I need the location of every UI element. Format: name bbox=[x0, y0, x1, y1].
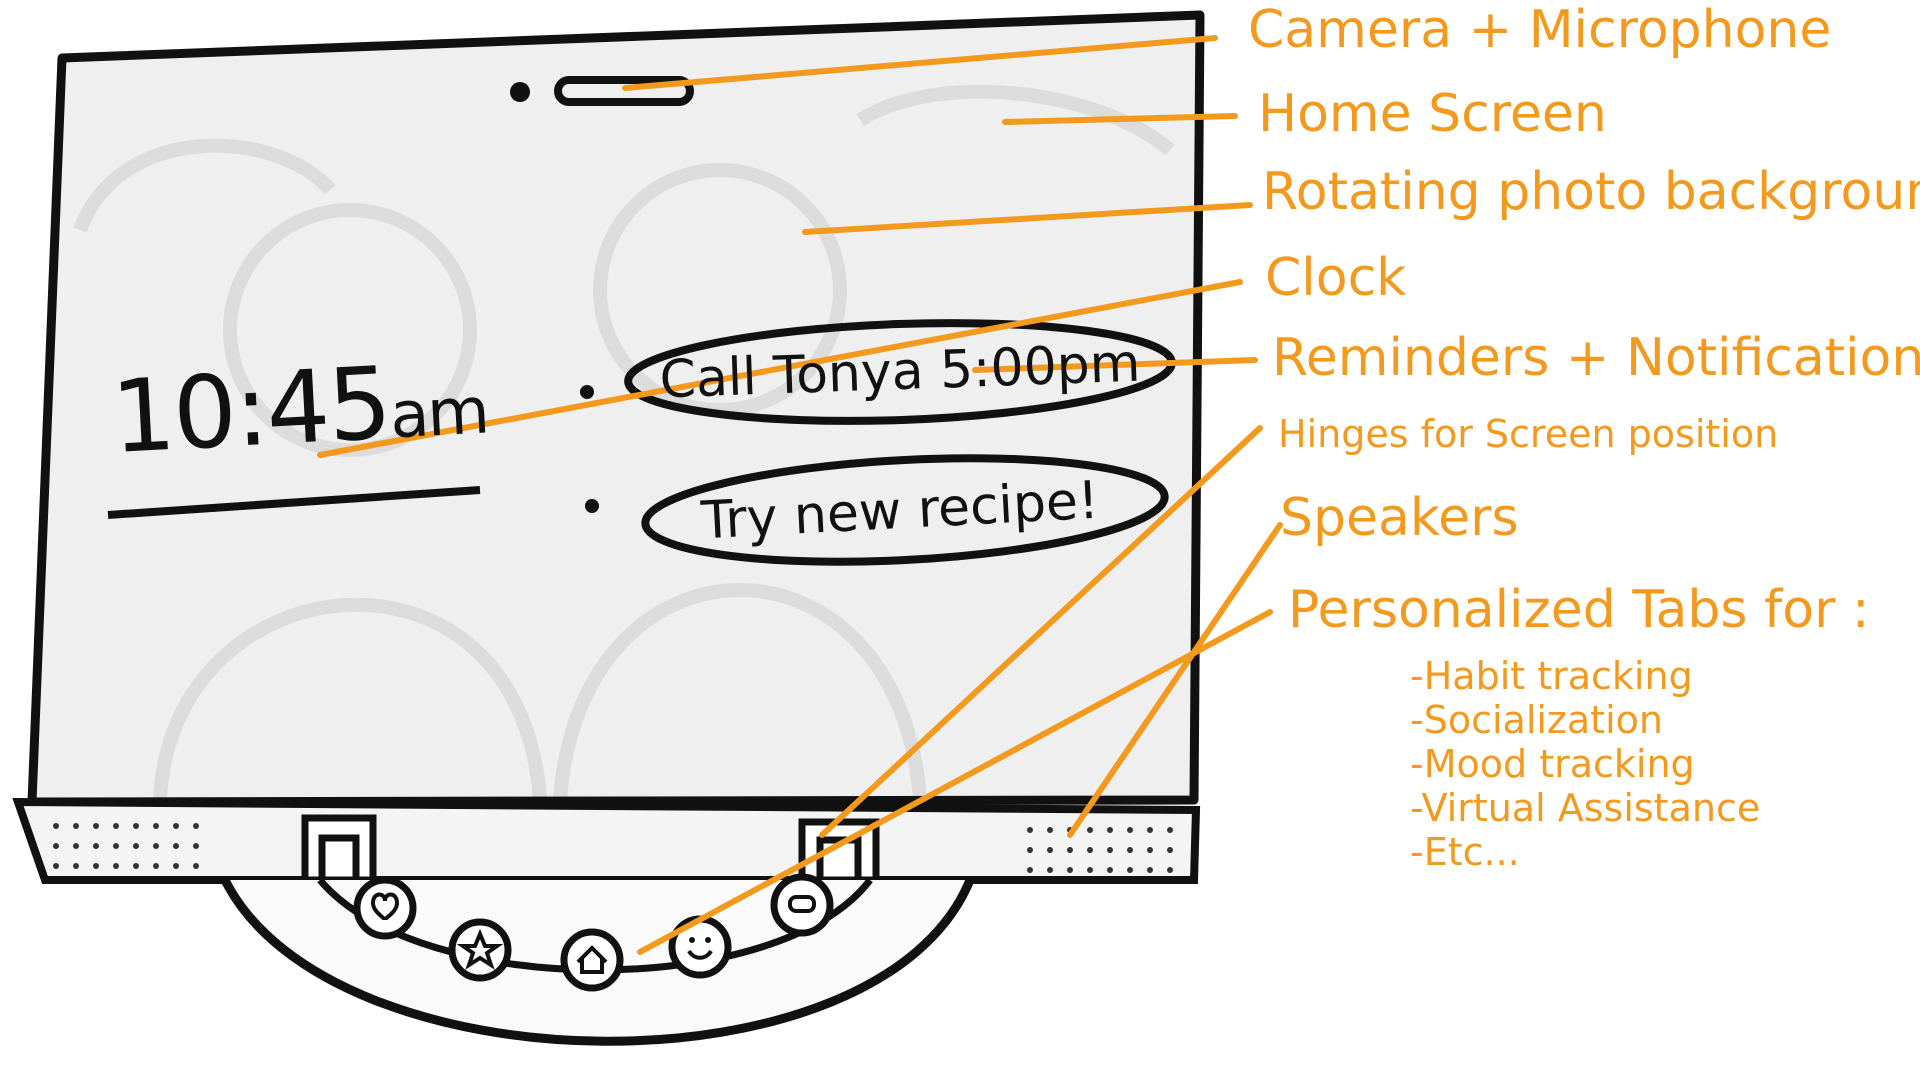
annotation-hinges: Hinges for Screen position bbox=[1278, 412, 1779, 456]
heart-icon[interactable] bbox=[353, 876, 417, 940]
reminder-bullet bbox=[585, 499, 599, 513]
annotation-clock: Clock bbox=[1265, 248, 1407, 308]
speaker-grille-left bbox=[53, 823, 199, 869]
list-item: -Virtual Assistance bbox=[1410, 786, 1761, 830]
clock-ampm: am bbox=[388, 374, 490, 454]
annotation-reminders-notifications: Reminders + Notifications bbox=[1272, 328, 1920, 388]
reminder-pill bbox=[641, 454, 1169, 566]
personalized-tabs-list: -Habit tracking -Socialization -Mood tra… bbox=[1410, 654, 1760, 874]
list-item: -Mood tracking bbox=[1410, 742, 1695, 786]
home-icon[interactable] bbox=[560, 928, 624, 992]
clock: 10:45am bbox=[108, 344, 494, 481]
reminder-item[interactable]: Call Tonya 5:00pm bbox=[658, 333, 1142, 411]
screen-frame bbox=[27, 10, 1205, 807]
clock-underline bbox=[107, 486, 481, 519]
list-item: -Etc... bbox=[1410, 830, 1520, 874]
annotation-camera-microphone: Camera + Microphone bbox=[1248, 0, 1832, 60]
chat-icon[interactable] bbox=[770, 873, 834, 937]
camera-dot bbox=[510, 82, 530, 102]
annotation-rotating-background: Rotating photo background bbox=[1262, 162, 1920, 222]
clock-time: 10:45 bbox=[108, 344, 393, 476]
annotation-speakers: Speakers bbox=[1280, 488, 1519, 548]
list-item: -Socialization bbox=[1410, 698, 1663, 742]
annotation-home-screen: Home Screen bbox=[1258, 84, 1607, 144]
background-photo-figures bbox=[73, 84, 1175, 801]
annotation-personalized-tabs: Personalized Tabs for : bbox=[1288, 580, 1870, 640]
microphone-slot bbox=[554, 76, 694, 106]
reminder-bullet bbox=[580, 385, 594, 399]
list-item: -Habit tracking bbox=[1410, 654, 1693, 698]
annotation-leader-lines bbox=[317, 35, 1283, 955]
star-icon[interactable] bbox=[448, 918, 512, 982]
speaker-grille-right bbox=[1027, 827, 1173, 873]
